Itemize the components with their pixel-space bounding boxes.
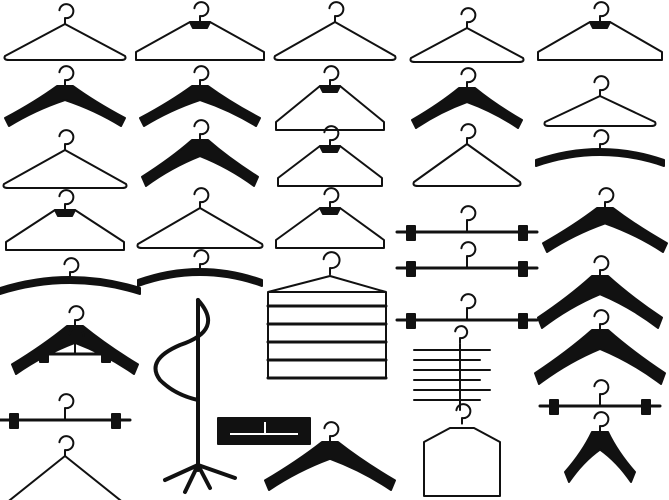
wire-hanger-icon bbox=[543, 75, 657, 127]
trouser-rack-icon bbox=[266, 251, 388, 380]
plastic-hanger-icon bbox=[537, 1, 663, 61]
wire-hanger-icon bbox=[273, 1, 397, 61]
solid-hanger-icon bbox=[564, 411, 636, 483]
plastic-hanger-icon bbox=[277, 125, 383, 187]
clip-hanger-icon bbox=[28, 327, 122, 363]
wire-hanger-icon bbox=[412, 123, 522, 187]
wire-hanger-icon bbox=[3, 3, 127, 61]
garment-rack-icon bbox=[153, 298, 237, 494]
curved-hanger-icon bbox=[0, 257, 141, 295]
wire-hanger-icon bbox=[2, 129, 128, 189]
wire-hanger-icon bbox=[136, 187, 264, 249]
solid-hanger-icon bbox=[534, 309, 666, 385]
clip-hanger-icon bbox=[395, 293, 539, 329]
clip-hanger-icon bbox=[538, 379, 662, 415]
clip-hanger-icon bbox=[395, 241, 539, 277]
solid-hanger-icon bbox=[11, 305, 139, 375]
plastic-hanger-icon bbox=[275, 65, 385, 131]
plastic-hanger-icon bbox=[135, 1, 265, 61]
wire-hanger-icon bbox=[409, 7, 525, 63]
shirt-hanger-icon bbox=[423, 403, 501, 497]
curved-hanger-icon bbox=[137, 249, 263, 287]
solid-hanger-icon bbox=[537, 255, 663, 329]
curved-hanger-icon bbox=[535, 129, 665, 167]
plastic-hanger-icon bbox=[5, 189, 125, 251]
clip-hanger-icon bbox=[395, 205, 539, 241]
clip-hanger-icon bbox=[0, 393, 132, 429]
multi-trouser-hanger-icon bbox=[413, 325, 491, 411]
boxed-clip-hanger-icon bbox=[217, 417, 311, 445]
solid-hanger-icon bbox=[141, 119, 259, 187]
solid-hanger-icon bbox=[264, 421, 396, 491]
wire-hanger-icon bbox=[8, 435, 122, 500]
plastic-hanger-icon bbox=[275, 187, 385, 249]
solid-hanger-icon bbox=[139, 65, 261, 127]
solid-hanger-icon bbox=[411, 67, 523, 129]
solid-hanger-icon bbox=[542, 187, 668, 253]
solid-hanger-icon bbox=[4, 65, 126, 127]
